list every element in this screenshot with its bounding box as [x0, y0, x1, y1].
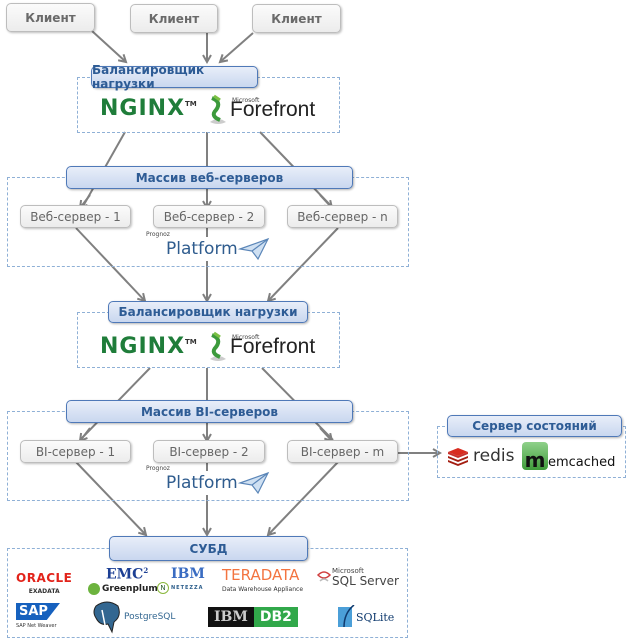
paper-plane-icon — [237, 471, 269, 495]
bi-server-m[interactable]: BI-сервер - m — [287, 440, 398, 463]
web-servers-header[interactable]: Массив веб-серверов — [66, 166, 353, 189]
arrow-client1-lb — [91, 30, 126, 62]
memcached-m-icon: m — [522, 442, 548, 470]
state-server-header[interactable]: Сервер состояний — [447, 415, 622, 437]
redis-logo: redis — [446, 446, 514, 466]
sqlite-logo: SQLite — [338, 605, 394, 629]
sql-server-icon — [316, 571, 332, 582]
forefront-swirl-icon — [210, 331, 226, 361]
oracle-exadata-logo: ORACLE EXADATA — [16, 571, 73, 595]
sap-netweaver-logo: SAP SAP Net Weaver — [16, 603, 60, 629]
forefront-swirl-icon — [210, 94, 226, 124]
emc-greenplum-logo: EMC2 Greenplum — [88, 566, 158, 595]
load-balancer-header-mid[interactable]: Балансировщик нагрузки — [108, 301, 308, 323]
arrow-client3-lb — [220, 32, 254, 62]
web-server-1[interactable]: Веб-сервер - 1 — [20, 205, 131, 228]
forefront-logo-mid: Microsoft Forefront — [206, 331, 315, 363]
prognoz-platform-logo-bi: Prognoz Platform — [146, 465, 270, 495]
load-balancer-header-top[interactable]: Балансировщик нагрузки — [91, 63, 258, 91]
prognoz-platform-logo-web: Prognoz Platform — [146, 231, 270, 261]
client-box-1[interactable]: Клиент — [6, 3, 95, 32]
web-server-n[interactable]: Веб-сервер - n — [287, 205, 398, 228]
memcached-logo: m emcached — [522, 442, 615, 470]
client-box-3[interactable]: Клиент — [252, 4, 341, 33]
bi-server-1[interactable]: BI-сервер - 1 — [20, 440, 131, 463]
sqlite-feather-icon — [338, 605, 355, 628]
client-box-2[interactable]: Клиент — [130, 4, 218, 33]
bi-servers-header[interactable]: Массив BI-серверов — [66, 400, 353, 423]
paper-plane-icon — [237, 237, 269, 261]
postgresql-elephant-icon — [93, 601, 120, 634]
greenplum-icon — [88, 582, 100, 595]
arrow-bi1-dbms — [75, 461, 146, 535]
forefront-logo-top: Microsoft Forefront — [206, 94, 315, 126]
netezza-icon: N — [157, 582, 169, 594]
arrow-bim-dbms — [268, 461, 339, 535]
arrow-web1-lb2 — [75, 227, 145, 301]
redis-cube-icon — [448, 448, 468, 466]
bi-server-2[interactable]: BI-сервер - 2 — [153, 440, 265, 463]
arrow-webn-lb2 — [268, 227, 339, 301]
postgresql-logo: PostgreSQL — [92, 600, 175, 634]
sap-icon: SAP — [16, 603, 60, 620]
ibm-db2-logo: IBM DB2 — [208, 607, 298, 627]
teradata-logo: TERADATA Data Warehouse Appliance — [222, 566, 304, 593]
mssql-server-logo: Microsoft SQL Server — [316, 566, 399, 587]
web-server-2[interactable]: Веб-сервер - 2 — [153, 205, 265, 228]
dbms-header[interactable]: СУБД — [109, 536, 308, 561]
